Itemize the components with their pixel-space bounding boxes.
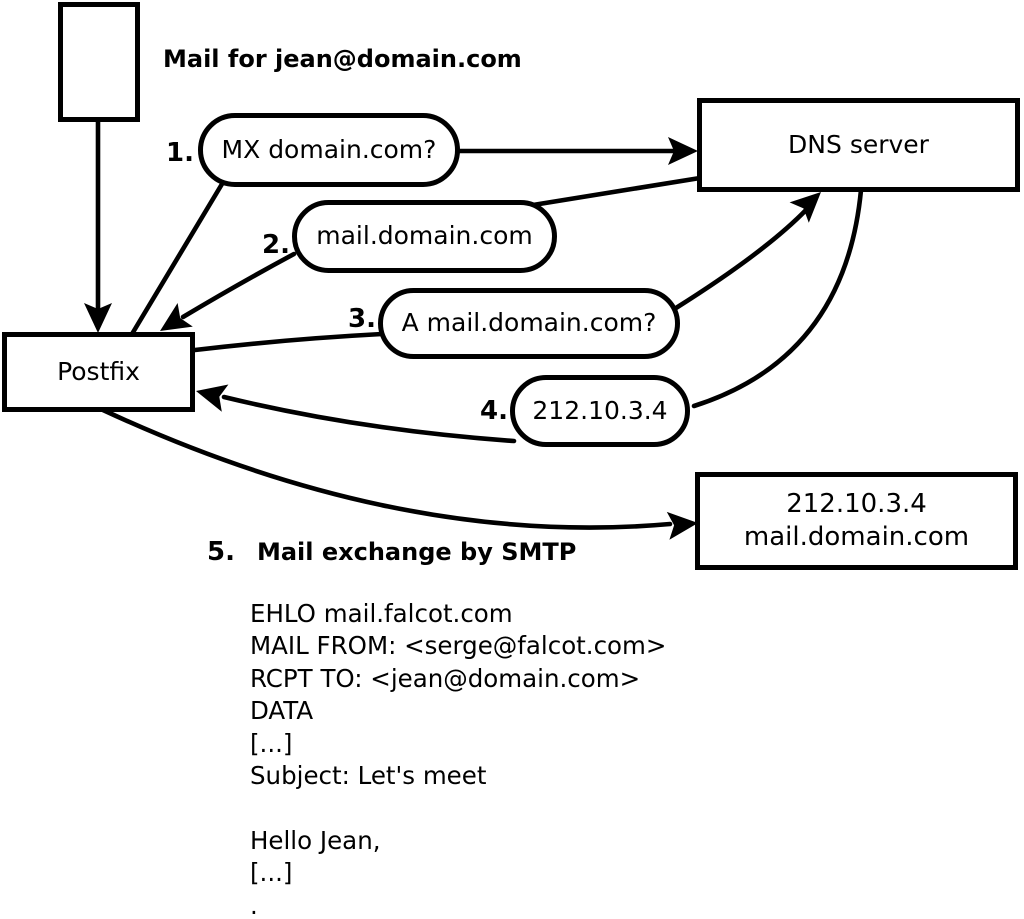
answer2-pill: mail.domain.com — [292, 200, 557, 273]
query1-label: MX domain.com? — [221, 134, 437, 164]
smtp-line: EHLO mail.falcot.com — [250, 599, 513, 628]
query3-pill: A mail.domain.com? — [378, 288, 680, 359]
mail-server-hostname: mail.domain.com — [743, 522, 970, 552]
smtp-line: MAIL FROM: <serge@falcot.com> — [250, 631, 667, 661]
mail-server-node: 212.10.3.4 mail.domain.com — [695, 472, 1018, 570]
smtp-line: RCPT TO: <jean@domain.com> — [250, 663, 641, 693]
arrowhead-into-dns-left — [668, 137, 698, 165]
smtp-line: DATA — [250, 696, 314, 726]
smtp-transcript: EHLO mail.falcot.com MAIL FROM: <serge@f… — [250, 598, 666, 919]
mail-server-ip: 212.10.3.4 — [786, 489, 927, 519]
postfix-node: Postfix — [2, 332, 195, 412]
smtp-line — [250, 792, 666, 824]
arrowhead-answer4-into-postfix — [196, 384, 229, 412]
connector-query3-to-dns — [673, 207, 809, 311]
smtp-line: Hello Jean, — [250, 825, 381, 855]
smtp-line: [...] — [250, 728, 293, 758]
step3-number: 3. — [348, 304, 376, 334]
connector-dns-to-answer4 — [691, 187, 864, 409]
step2-number: 2. — [262, 230, 290, 260]
answer4-label: 212.10.3.4 — [532, 395, 668, 425]
arrowhead-query3-into-dns — [789, 192, 821, 223]
query1-pill: MX domain.com? — [198, 113, 460, 187]
step5-number: 5. — [207, 537, 235, 567]
dns-server-label: DNS server — [788, 129, 929, 159]
step5-row: 5. Mail exchange by SMTP — [207, 537, 576, 567]
dns-server-node: DNS server — [697, 98, 1020, 192]
smtp-line: [...] — [250, 858, 293, 888]
connector-postfix-to-query3 — [192, 331, 385, 353]
connector-answer4-to-postfix — [221, 394, 517, 444]
connector-postfix-to-query1 — [129, 181, 225, 337]
step1-number: 1. — [166, 138, 194, 168]
query3-label: A mail.domain.com? — [401, 308, 657, 338]
postfix-label: Postfix — [57, 356, 140, 386]
arrowhead-into-postfix-top — [84, 303, 112, 333]
connector-postfix-to-mailserver — [100, 407, 673, 530]
connector-dns-to-answer2 — [530, 175, 703, 208]
step5-label: Mail exchange by SMTP — [256, 538, 577, 566]
mail-for-label: Mail for jean@domain.com — [163, 45, 522, 73]
step4-number: 4. — [480, 396, 508, 426]
connector-answer2-to-postfix — [180, 251, 297, 320]
smtp-line: Subject: Let's meet — [250, 760, 487, 790]
answer2-label: mail.domain.com — [316, 221, 533, 251]
arrowhead-answer2-into-postfix — [160, 303, 193, 331]
answer4-pill: 212.10.3.4 — [510, 375, 690, 447]
smtp-line: . — [250, 890, 258, 919]
message-box — [58, 2, 140, 122]
arrowhead-into-mailserver — [666, 511, 698, 540]
